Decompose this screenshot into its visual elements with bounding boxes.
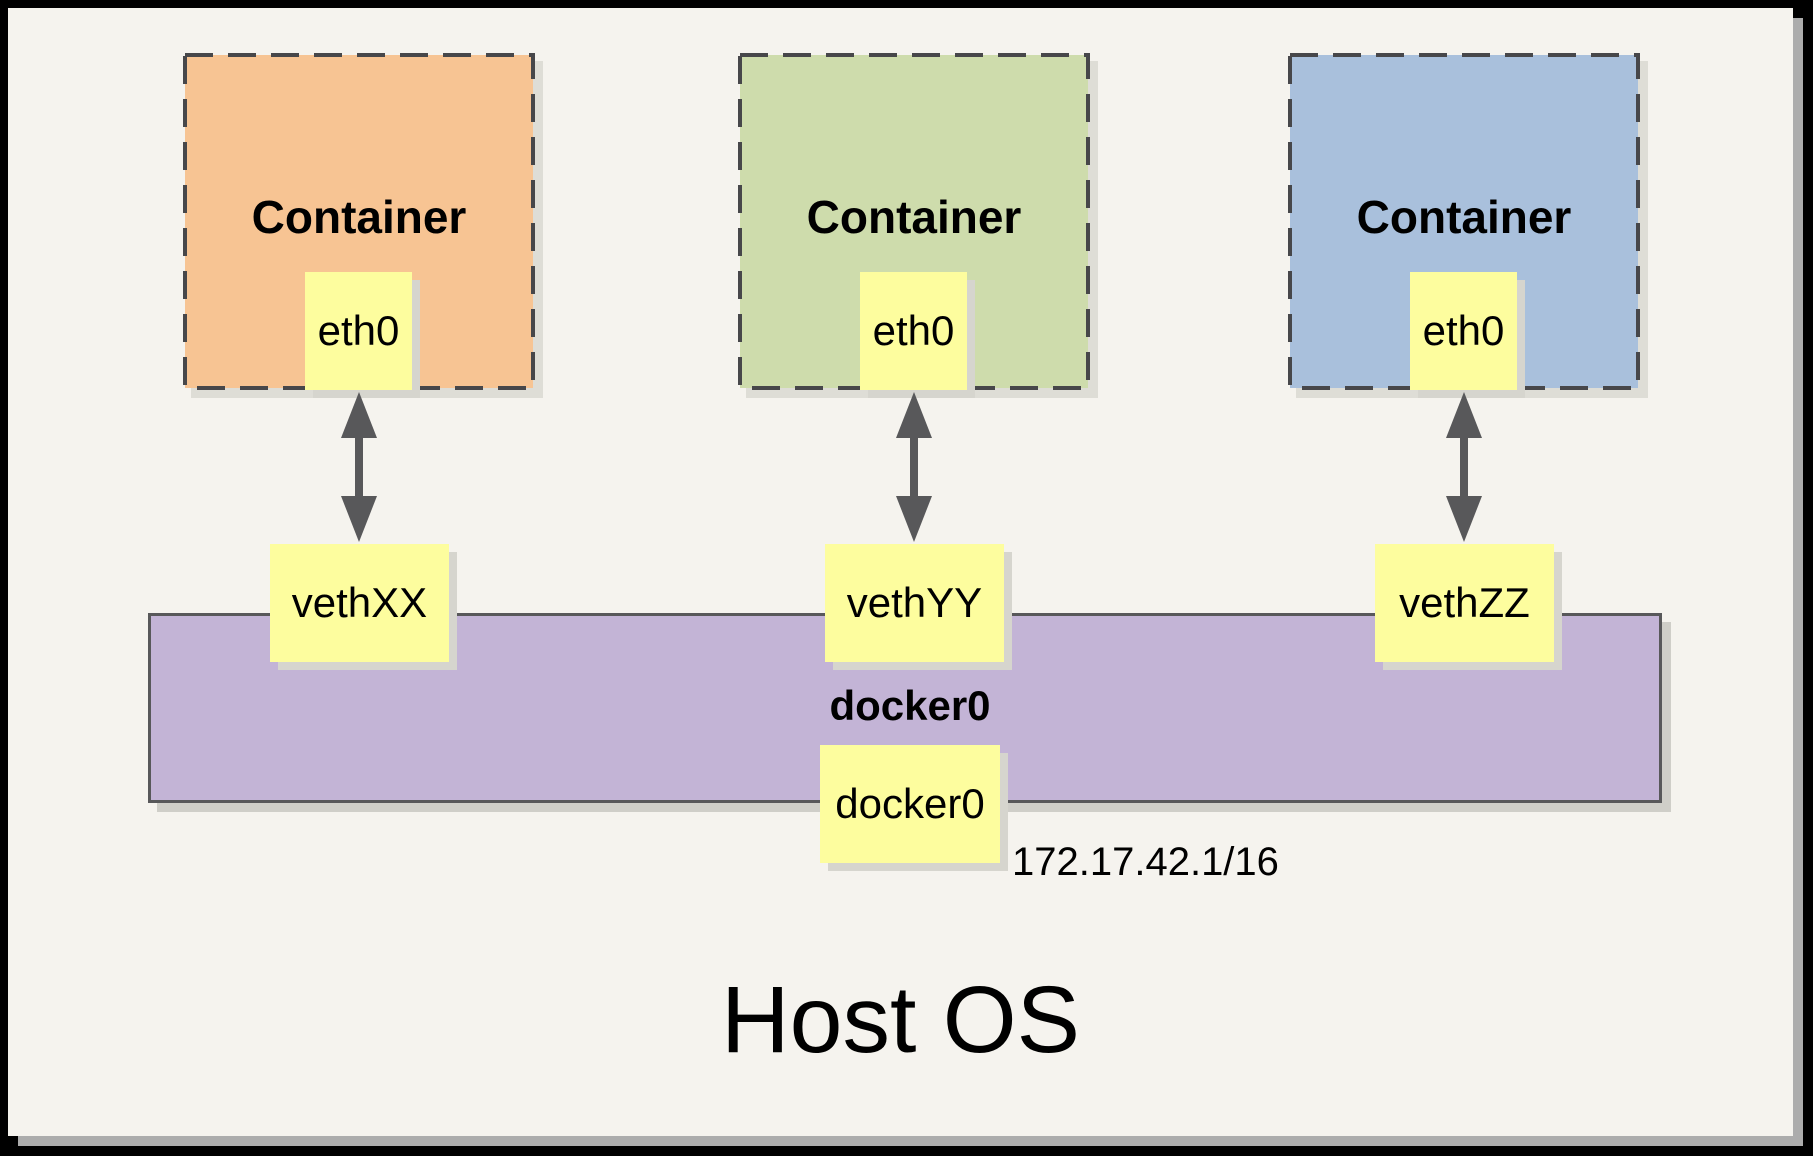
container-2-label: Container — [806, 191, 1022, 243]
vethxx-label: vethXX — [291, 579, 428, 626]
container-3-eth0-label: eth0 — [1422, 307, 1505, 354]
container-3-label: Container — [1356, 191, 1572, 243]
docker0-ip-label: 172.17.42.1/16 — [1012, 840, 1279, 884]
container-box-2: Container eth0 — [738, 53, 1098, 398]
container-box-1: Container eth0 — [183, 53, 543, 398]
vethyy-label: vethYY — [846, 579, 983, 626]
link-arrow-1 — [341, 392, 377, 542]
container-2-eth0-label: eth0 — [872, 307, 955, 354]
vethxx-box: vethXX — [270, 544, 449, 662]
container-1-eth0-label: eth0 — [317, 307, 400, 354]
container-1-eth0-box: eth0 — [305, 272, 412, 390]
vethyy-box: vethYY — [825, 544, 1004, 662]
container-box-3: Container eth0 — [1288, 53, 1648, 398]
docker0-interface-label: docker0 — [835, 780, 985, 827]
container-1-label: Container — [251, 191, 467, 243]
vethzz-label: vethZZ — [1399, 579, 1530, 626]
container-2-eth0-box: eth0 — [860, 272, 967, 390]
host-os-label: Host OS — [721, 967, 1080, 1073]
link-arrow-2 — [896, 392, 932, 542]
vethzz-box: vethZZ — [1375, 544, 1554, 662]
docker0-interface-box: docker0 — [820, 745, 1000, 863]
link-arrow-3 — [1446, 392, 1482, 542]
container-3-eth0-box: eth0 — [1410, 272, 1517, 390]
host-os-panel: Container eth0 Container eth0 Container … — [8, 8, 1793, 1136]
docker0-bridge-title: docker0 — [829, 682, 991, 729]
